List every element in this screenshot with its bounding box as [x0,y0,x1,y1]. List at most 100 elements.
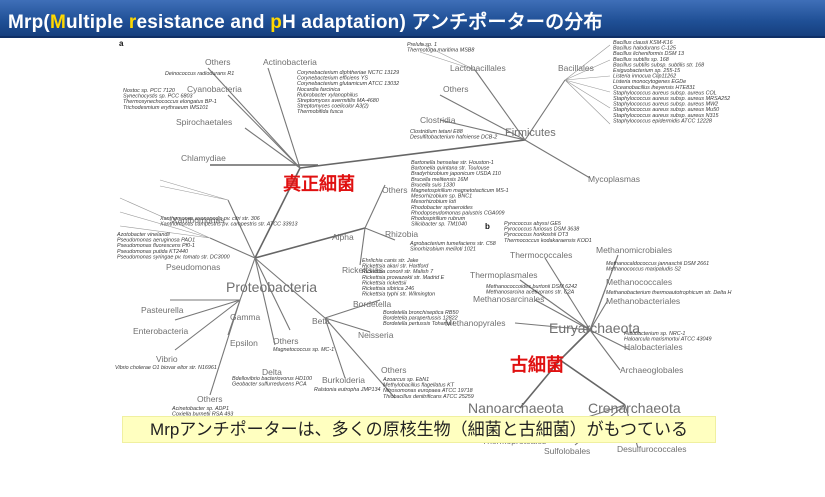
leaves-bacillales [564,44,611,125]
branch-actinobacteria [267,67,301,169]
branch-thermococcales [544,257,591,331]
leaves-firm-others [419,42,476,71]
group-delta: Delta [262,367,282,377]
species-name: Methylobacillus flagellatus KT [383,383,455,389]
branch-others-firm [439,94,526,141]
branch-nanoarchaeota [519,359,561,409]
branch-euryarchaeota [559,329,591,361]
branch-thermoplasmales [519,279,591,331]
branch-proteobacteria [254,167,301,259]
species-name: Bdellovibrio bacteriovorus HD100 [232,376,312,382]
branch-enterobacteria [174,299,241,321]
branch-gamma-others [209,299,241,396]
slide-title: Mrp(Multiple resistance and pH adaptatio… [8,7,603,34]
species-name: Desulfitobacterium hafniense DCB-2 [410,135,497,141]
branch-methanobacteriales [589,299,609,331]
branch-xanthomonas [227,199,256,259]
title-part: Mrp( [8,12,50,33]
species-name: Bartonella quintana str. Toulouse [411,166,489,172]
species-name: Listeria innocua Clip11262 [613,74,676,80]
species-list-methanobacteriales: Methanobacterium thermoautotrophicum str… [606,290,731,296]
species-name: Haloarcula marismortui ATCC 43049 [624,337,711,343]
leaves-xanthomonas [159,179,229,201]
branch-mycoplasmas [524,139,591,179]
species-name: Bradyrhizobium japonicum USDA 110 [411,171,501,177]
species-name: Xanthomonas campestris pv. campestris st… [159,222,298,228]
group-pseudomonas: Pseudomonas [166,262,220,272]
species-name: Listeria monocytogenes EGDe [613,79,686,85]
species-name: Xanthomonas axonopodis pv. citri str. 30… [159,216,260,222]
species-name: Geobacter sulfurreducens PCA [232,382,307,388]
group-enterobacteria: Enterobacteria [133,326,189,336]
species-name: Staphylococcus aureus subsp. aureus Mu50 [613,107,719,113]
species-name: Agrobacterium tumefaciens str. C58 [409,241,496,247]
group-cyanobacteria: Cyanobacteria [187,84,242,94]
species-name: Mesorhizobium loti [411,199,457,205]
title-part: ultiple [66,12,129,33]
species-name: Streptomyces avermitilis MA-4680 [297,98,379,104]
group-methanopyrales: Methanopyrales [445,318,505,328]
group-sulfolobales: Sulfolobales [544,446,590,456]
species-name: Pseudomonas aeruginosa PAO1 [117,238,195,244]
panel-label-a: a [119,39,124,48]
branch-methanosarcinales [534,299,591,331]
species-name: Bacillus licheniformis DSM 13 [613,51,684,57]
species-name: Coxiella burnetii RSA 493 [172,412,233,418]
branch-vibrio [174,299,241,351]
group-pasteurella: Pasteurella [141,305,184,315]
species-name: Ehrlichia canis str. Jake [362,258,418,264]
domain-archaea-label: 古細菌 [510,354,564,375]
group-methanomicrobiales: Methanomicrobiales [596,245,672,255]
species-name: Thermobifida fusca [297,109,343,115]
species-name: Thiobacillus denitrificans ATCC 25259 [383,394,474,400]
species-name: Mesorhizobium sp. BNC1 [411,194,472,200]
group-methanobacteriales: Methanobacteriales [606,296,680,306]
title-part: H adaptation) アンチポーターの分布 [282,12,603,33]
group-chlamydiae: Chlamydiae [181,153,226,163]
group-bordetella: Bordetella [353,299,392,309]
species-name: Bordetella parapertussis 12822 [383,316,458,322]
species-name: Rickettsia rickettsii [362,280,407,286]
species-name: Rickettsia akari str. Hartford [362,264,429,270]
species-name: Streptomyces coelicolor A3(2) [297,104,369,110]
title-part: esistance and [136,12,271,33]
species-name: Silicibacter sp. TM1040 [411,222,467,228]
species-name: Azoarcus sp. EbN1 [382,377,429,383]
species-name: Rickettsia prowazekii str. Madrid E [362,275,445,281]
species-list-others-top: Deinococcus radiodurans R1 [165,71,234,77]
branch-neisseria [324,317,371,333]
species-name: Pyrococcus abyssi GE5 [504,221,562,227]
species-name: Bacillus halodurans C-125 [613,46,677,52]
group-others-top: Others [205,57,231,67]
group-others-firmicutes: Others [443,84,469,94]
branch-beta-others [324,317,396,399]
branch-gamma [239,257,256,301]
branch-alpha-others [364,184,386,229]
branch-beta [254,257,326,319]
species-name: Synechocystis sp. PCC 6803 [123,94,193,100]
species-name: Prelula sp. 1 [407,42,437,48]
branch-others-mid [254,257,291,331]
species-name: Bacillus subtilis subsp. subtilis str. 1… [613,62,704,68]
group-lactobacillales: Lactobacillales [450,63,506,73]
group-clostridia: Clostridia [420,115,456,125]
group-proteobacteria: Proteobacteria [226,279,317,295]
group-methanococcales: Methanococcales [606,277,672,287]
branch-rickettsias [359,227,366,266]
branch-halobacteriales [589,329,631,351]
group-thermoplasmales: Thermoplasmales [470,270,538,280]
species-name: Rhodobacter sphaeroides [411,205,473,211]
species-name: Rhodopseudomonas palustris CGA009 [411,210,505,216]
group-euryarchaeota: Euryarchaeota [549,320,640,336]
species-name: Brucella melitensis 16M [411,177,468,183]
species-name: Methanococcus maripaludis S2 [606,267,681,273]
